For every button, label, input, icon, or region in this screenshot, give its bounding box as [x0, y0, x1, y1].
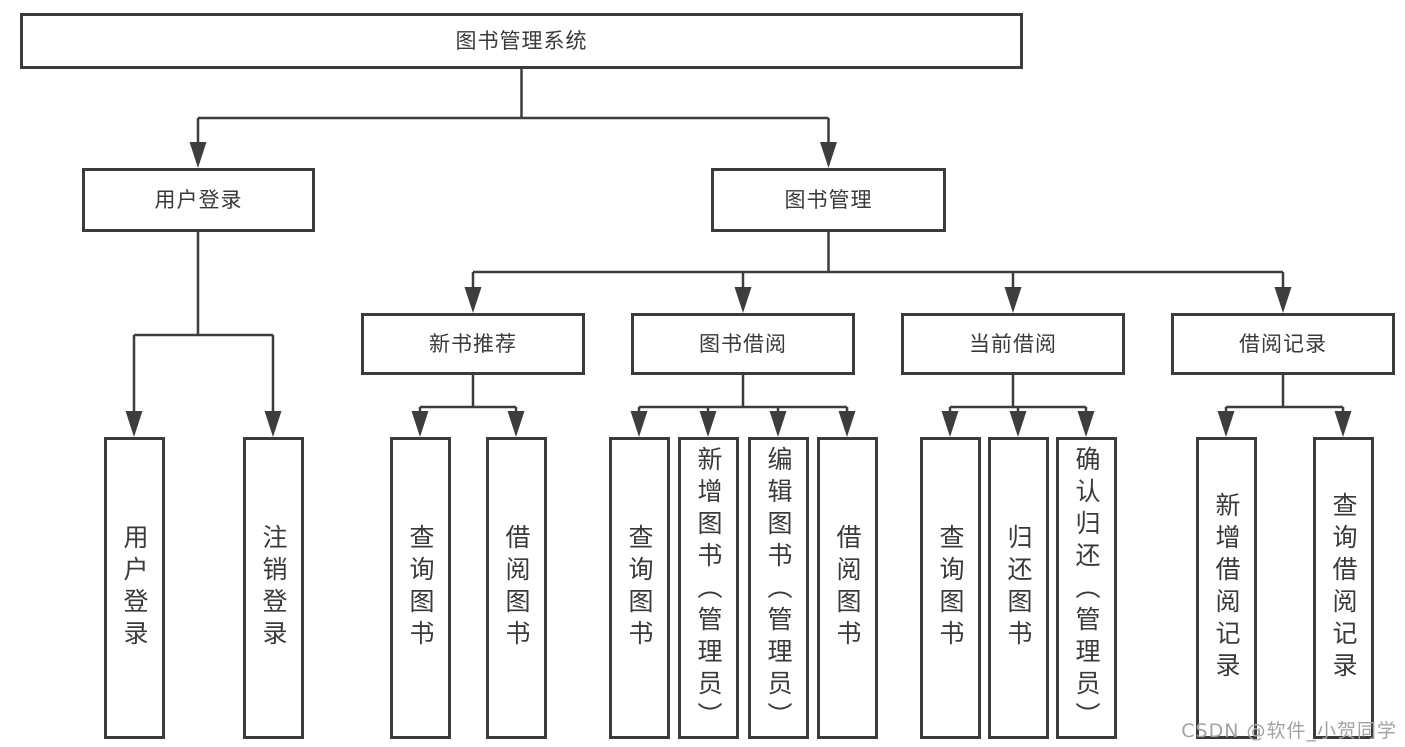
node-logout: 注销登录 — [243, 437, 304, 739]
node-new-book-recommendation: 新书推荐 — [361, 313, 585, 375]
node-return-books: 归还图书 — [988, 437, 1049, 739]
node-add-books-admin: 新增图书（管理员） — [678, 437, 739, 739]
node-borrowing-records: 借阅记录 — [1171, 313, 1395, 375]
node-borrow-books-recommend: 借阅图书 — [486, 437, 547, 739]
node-edit-books-admin: 编辑图书（管理员） — [748, 437, 809, 739]
node-current-borrowing: 当前借阅 — [901, 313, 1125, 375]
csdn-watermark: CSDN @软件_小贺同学 — [1181, 720, 1397, 742]
node-borrow-books: 借阅图书 — [817, 437, 878, 739]
node-confirm-return-admin: 确认归还（管理员） — [1056, 437, 1117, 739]
node-search-books-recommend: 查询图书 — [390, 437, 451, 739]
node-search-books-borrow: 查询图书 — [609, 437, 670, 739]
node-book-borrowing: 图书借阅 — [631, 313, 855, 375]
node-book-management: 图书管理 — [711, 168, 946, 232]
node-search-books-current: 查询图书 — [920, 437, 981, 739]
node-search-borrow-record: 查询借阅记录 — [1313, 437, 1374, 739]
node-library-management-system: 图书管理系统 — [20, 13, 1023, 69]
arrowheads — [125, 142, 1352, 437]
node-user-login: 用户登录 — [82, 168, 315, 232]
node-add-borrow-record: 新增借阅记录 — [1196, 437, 1257, 739]
node-user-login-leaf: 用户登录 — [104, 437, 165, 739]
